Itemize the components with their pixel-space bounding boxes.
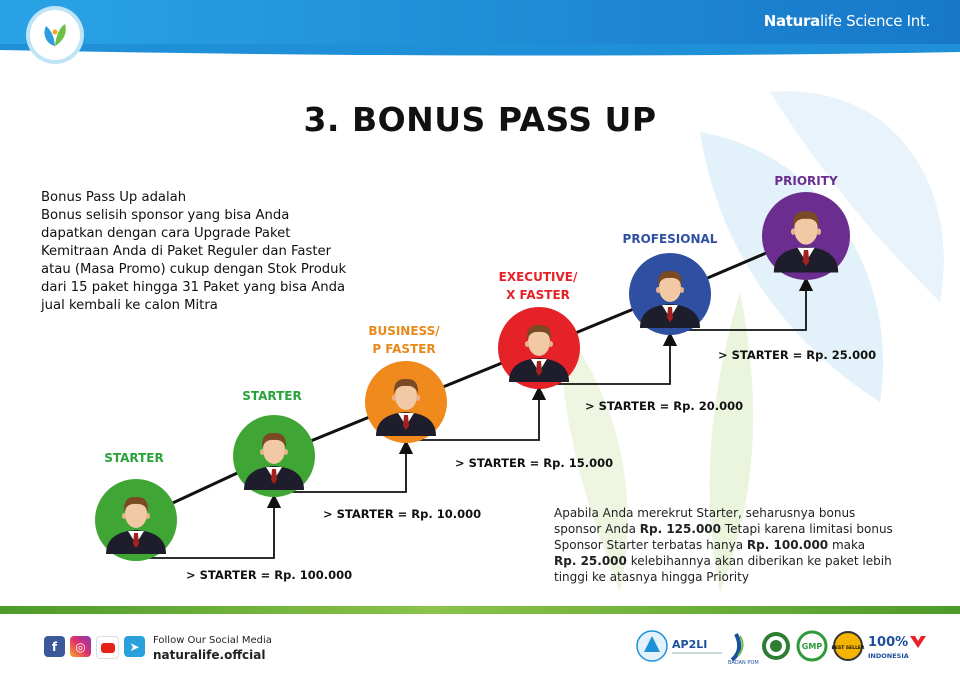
note-text: kelebihannya akan diberikan ke paket leb… — [626, 554, 892, 568]
follow-social: Follow Our Social Media naturalife.offci… — [153, 635, 272, 662]
level-node — [498, 307, 580, 389]
indonesia-text: INDONESIA — [868, 652, 909, 660]
bonus-label: > STARTER = Rp. 20.000 — [585, 399, 743, 413]
intro-line: jual kembali ke calon Mitra — [41, 298, 218, 313]
bpom-text: BADAN POM — [728, 660, 759, 666]
level-node — [233, 415, 315, 497]
businessman-avatar-icon — [376, 378, 436, 436]
halal-logo — [762, 632, 790, 660]
note-amount: Rp. 125.000 — [639, 522, 721, 536]
gmp-text: GMP — [802, 642, 823, 651]
brand-name: Naturalife Science Int. — [763, 12, 931, 30]
level-node — [95, 479, 177, 561]
level-label-line2: X FASTER — [506, 288, 570, 302]
bonus-label: > STARTER = Rp. 10.000 — [323, 507, 481, 521]
ap2li-text: AP2LI — [672, 638, 707, 651]
level-node — [629, 253, 711, 335]
brand-bold: Natura — [763, 12, 821, 30]
level-label: STARTER — [242, 389, 302, 403]
youtube-icon[interactable] — [96, 636, 119, 659]
gmp-logo: GMP — [796, 630, 828, 662]
facebook-icon[interactable]: f — [44, 636, 65, 657]
level-node — [762, 192, 850, 280]
note-line-1: Apabila Anda merekrut Starter, seharusny… — [554, 506, 856, 520]
brand-rest: life Science Int. — [819, 12, 930, 30]
level-label: EXECUTIVE/ — [499, 270, 578, 284]
footer-divider — [0, 606, 960, 614]
best-seller-badge: BEST SELLER — [832, 631, 866, 661]
intro-line: Kemitraan Anda di Paket Reguler dan Fast… — [41, 244, 332, 259]
intro-text: Bonus Pass Up adalah Bonus selisih spons… — [41, 189, 401, 315]
social-handle[interactable]: naturalife.offcial — [153, 648, 266, 662]
note-text: sponsor Anda — [554, 522, 640, 536]
level-label: BUSINESS/ — [368, 324, 440, 338]
naturalife-logo — [30, 10, 80, 60]
businessman-avatar-icon — [773, 211, 839, 273]
businessman-avatar-icon — [640, 270, 700, 328]
pass-up-diagram: STARTER STARTER BUSINESS/P FASTER EXECUTIVE… — [95, 174, 876, 582]
note-amount: Rp. 100.000 — [746, 538, 829, 552]
businessman-avatar-icon — [509, 324, 569, 382]
note-text: Tetapi karena limitasi bonus — [721, 522, 893, 536]
note-amount: Rp. 25.000 — [554, 554, 627, 568]
note-text: maka — [828, 538, 866, 552]
intro-line: Bonus Pass Up adalah — [41, 190, 187, 205]
telegram-icon[interactable]: ➤ — [124, 636, 145, 657]
level-node — [365, 361, 447, 443]
businessman-avatar-icon — [106, 496, 166, 554]
ap2li-logo: AP2LI — [636, 630, 722, 662]
best-seller-text: BEST SELLER — [832, 645, 866, 651]
instagram-icon[interactable]: ◎ — [70, 636, 91, 657]
bonus-label: > STARTER = Rp. 15.000 — [455, 456, 613, 470]
level-label: PRIORITY — [774, 174, 838, 188]
note-line-5: tinggi ke atasnya hingga Priority — [554, 570, 749, 584]
bonus-label: > STARTER = Rp. 100.000 — [186, 568, 352, 582]
level-label: STARTER — [104, 451, 164, 465]
page-title: 3. BONUS PASS UP — [303, 100, 657, 139]
certification-logos: AP2LI BADAN POM GMP BEST SELLER 100% IND… — [636, 630, 926, 666]
intro-line: atau (Masa Promo) cukup dengan Stok Prod… — [41, 262, 347, 277]
bonus-label: > STARTER = Rp. 25.000 — [718, 348, 876, 362]
percent-text: 100% — [868, 635, 908, 650]
businessman-avatar-icon — [244, 432, 304, 490]
bpom-logo: BADAN POM — [728, 633, 759, 666]
intro-line: Bonus selisih sponsor yang bisa Anda — [41, 208, 290, 223]
made-in-indonesia-logo: 100% INDONESIA — [868, 635, 926, 660]
follow-label: Follow Our Social Media — [153, 635, 272, 646]
butterfly-logo-icon — [44, 24, 66, 46]
explanation-note: Apabila Anda merekrut Starter, seharusny… — [554, 505, 934, 585]
intro-line: dapatkan dengan cara Upgrade Paket — [41, 226, 291, 241]
level-label-line2: P FASTER — [372, 342, 435, 356]
level-label: PROFESIONAL — [623, 232, 718, 246]
header-bar — [0, 0, 960, 72]
intro-line: dari 15 paket hingga 31 Paket yang bisa … — [41, 280, 346, 295]
social-icons: f ◎ ➤ — [44, 636, 145, 659]
note-text: Sponsor Starter terbatas hanya — [554, 538, 747, 552]
